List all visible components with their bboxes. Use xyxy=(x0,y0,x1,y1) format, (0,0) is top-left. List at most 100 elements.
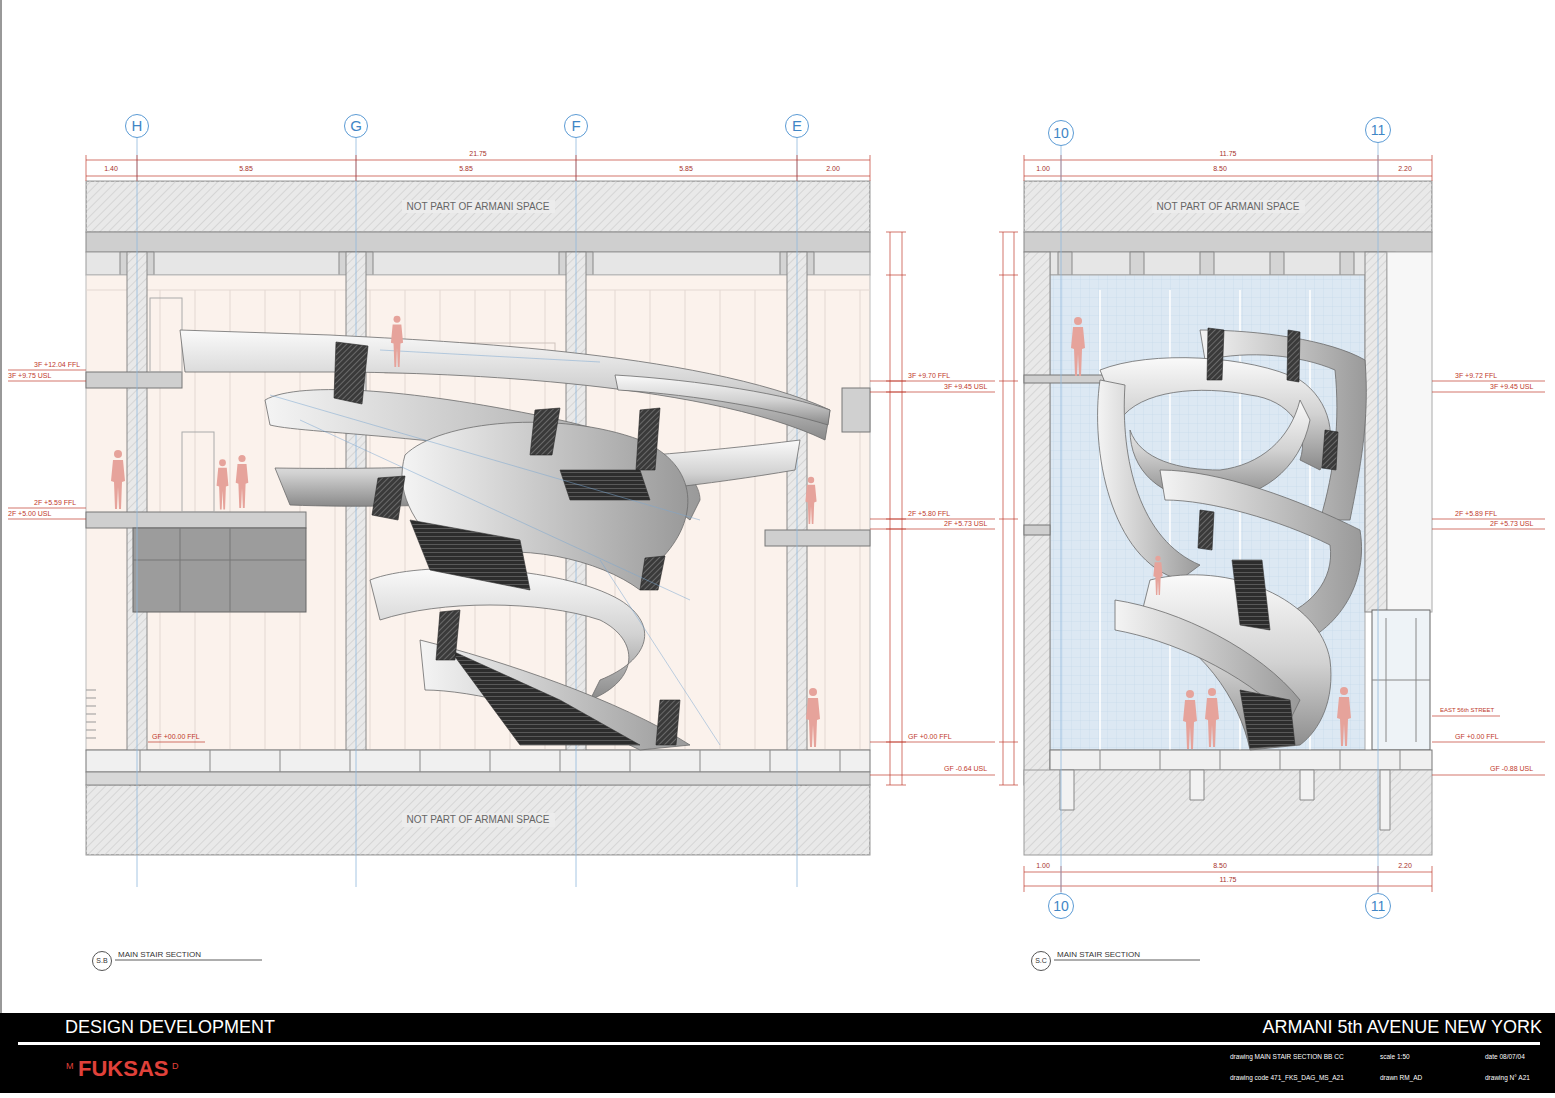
grid-label: 10 xyxy=(1053,125,1069,141)
section-tag: S.B xyxy=(92,951,112,971)
level-mark: GF -0.88 USL xyxy=(1490,765,1533,773)
dimension: 8.50 xyxy=(1213,862,1227,870)
interior-wall xyxy=(86,275,870,750)
roof-slab xyxy=(86,232,870,252)
dimension: 5.85 xyxy=(239,165,253,173)
dimension-line xyxy=(1024,155,1432,892)
level-mark: GF -0.64 USL xyxy=(944,765,987,773)
height-dimension xyxy=(999,232,1018,785)
human-figure xyxy=(1205,688,1219,747)
logo-mark: M xyxy=(66,1061,74,1071)
grid-line xyxy=(1061,146,1062,893)
level-mark: 2F +5.59 FFL xyxy=(34,499,76,507)
level-mark: GF +00.00 FFL xyxy=(152,733,200,741)
grid-line xyxy=(137,138,797,887)
stair-cut xyxy=(1198,328,1338,550)
title-block-field: drawing N° A21 xyxy=(1485,1074,1530,1081)
stair-treads xyxy=(410,470,650,745)
dimension-total: 11.75 xyxy=(1220,150,1237,158)
excluded-zone xyxy=(86,181,870,232)
grid-bubble: 11 xyxy=(1365,117,1391,143)
grid-bubble: 10 xyxy=(1048,893,1074,919)
grid-bubble: F xyxy=(564,114,588,138)
grid-bubble: G xyxy=(344,114,368,138)
dimension-total: 11.75 xyxy=(1220,876,1237,884)
level-mark: GF +0.00 FFL xyxy=(908,733,952,741)
level-line xyxy=(8,370,995,775)
zone-note: NOT PART OF ARMANI SPACE xyxy=(402,200,555,214)
beam-drop xyxy=(1058,252,1354,275)
human-figure xyxy=(805,477,816,524)
logo-mark: D xyxy=(172,1061,179,1071)
grid-bubble: 11 xyxy=(1365,893,1391,919)
level-mark: 2F +5.73 USL xyxy=(944,520,987,528)
section-tag: S.C xyxy=(1031,951,1051,971)
dimension: 2.20 xyxy=(1398,862,1412,870)
grid-label: F xyxy=(571,117,580,134)
slab-underside xyxy=(86,772,870,785)
title-rule xyxy=(18,1042,1540,1045)
level-mark: 3F +9.72 FFL xyxy=(1455,372,1497,380)
grid-bubble: H xyxy=(125,114,149,138)
sheet-border xyxy=(1,0,2,1013)
section-tag-label: S.C xyxy=(1035,957,1047,965)
human-figure xyxy=(1337,687,1351,746)
human-figure xyxy=(111,450,125,509)
human-figure xyxy=(806,688,820,747)
second-floor-slab xyxy=(86,512,306,528)
side-wall xyxy=(1024,252,1050,785)
slab-joints xyxy=(140,750,840,772)
level-mark: 2F +5.80 FFL xyxy=(908,510,950,518)
basement-zone xyxy=(1024,770,1432,855)
grid-label: 11 xyxy=(1371,898,1386,914)
logo-text: FUKSAS xyxy=(78,1056,168,1081)
beam-drop xyxy=(120,252,814,275)
human-figure xyxy=(391,316,403,367)
street-label: EAST 56th STREET xyxy=(1440,707,1494,714)
entrance-door xyxy=(1372,610,1430,750)
wall-panel-lines xyxy=(86,290,870,750)
level-mark: 3F +9.45 USL xyxy=(944,383,987,391)
door-lines xyxy=(1372,618,1430,742)
level-mark: 2F +5.89 FFL xyxy=(1455,510,1497,518)
human-figure xyxy=(1183,690,1197,749)
level-mark: 3F +9.70 FFL xyxy=(908,372,950,380)
dimension-line xyxy=(86,155,870,181)
section-tag-label: S.B xyxy=(96,957,107,965)
side-stair xyxy=(86,690,96,738)
level-mark: 3F +9.45 USL xyxy=(1490,383,1533,391)
grid-label: H xyxy=(132,117,143,134)
grid-line xyxy=(1378,143,1379,893)
grid-label: E xyxy=(792,117,802,134)
human-figure xyxy=(1153,556,1162,595)
beam-zone xyxy=(1050,252,1395,275)
side-wall xyxy=(1365,252,1387,612)
level-mark: 2F +5.00 USL xyxy=(8,510,51,518)
soffit-box xyxy=(133,528,306,612)
stair-cut xyxy=(334,342,680,745)
title-block-field: drawing MAIN STAIR SECTION BB CC xyxy=(1230,1053,1344,1060)
human-figure xyxy=(1071,317,1085,376)
beam-zone xyxy=(86,252,870,275)
zone-note: NOT PART OF ARMANI SPACE xyxy=(402,813,555,827)
dimension: 1.40 xyxy=(104,165,118,173)
third-floor-slab xyxy=(86,372,182,388)
soffit-lines xyxy=(133,528,306,612)
level-mark: 3F +12.04 FFL xyxy=(34,361,80,369)
title-block-field: drawing code 471_FKS_DAG_MS_A21 xyxy=(1230,1074,1344,1081)
second-floor-slab xyxy=(765,530,870,546)
dimension: 5.85 xyxy=(459,165,473,173)
grid-label: G xyxy=(350,117,362,134)
second-floor-slab xyxy=(1024,525,1050,535)
facade-zone xyxy=(1387,252,1432,612)
human-figure xyxy=(217,459,229,509)
excluded-zone-band: NOT PART OF ARMANI SPACE xyxy=(86,785,870,855)
title-text: DESIGN DEVELOPMENT xyxy=(65,1017,275,1038)
dimension: 1.00 xyxy=(1036,165,1050,173)
guide-line xyxy=(270,350,720,745)
dimension: 2.20 xyxy=(1398,165,1412,173)
grid-bubble: 10 xyxy=(1048,120,1074,146)
level-line xyxy=(1432,381,1545,775)
